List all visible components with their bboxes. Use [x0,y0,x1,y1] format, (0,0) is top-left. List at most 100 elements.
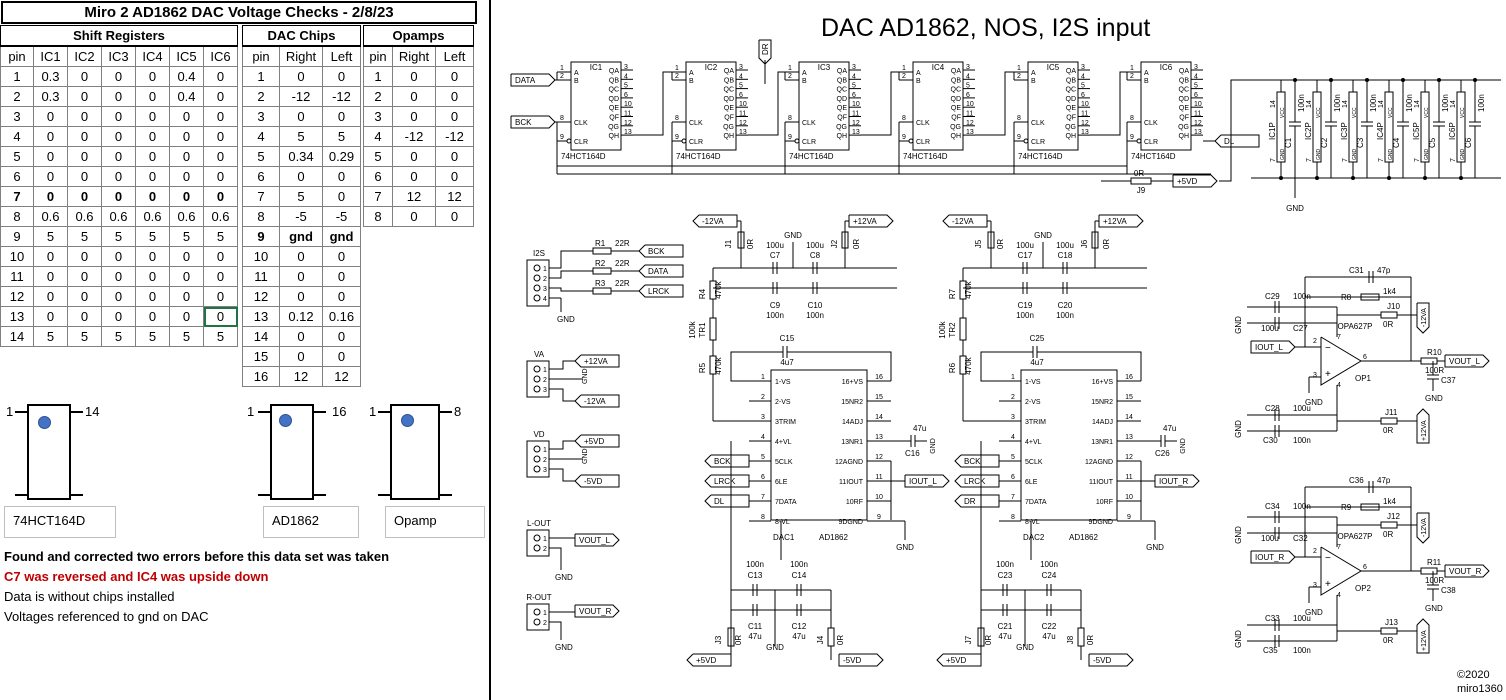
table-cell[interactable]: 0 [322,106,361,127]
table-cell[interactable]: 0 [67,286,102,307]
table-cell[interactable]: 0 [101,86,136,107]
table-cell[interactable]: 7 [242,186,280,207]
table-cell[interactable]: 0 [322,186,361,207]
table-cell[interactable]: 0.3 [33,66,68,87]
table-cell[interactable]: 0 [101,146,136,167]
table-cell[interactable]: 0 [135,266,170,287]
table-cell[interactable]: -5 [279,206,323,227]
table-cell[interactable]: 5 [101,226,136,247]
table-cell[interactable]: 0 [135,306,170,327]
table-cell[interactable]: 0 [435,146,474,167]
table-cell[interactable]: 4 [242,126,280,147]
table-cell[interactable]: 4 [0,126,34,147]
table-cell[interactable]: 15 [242,346,280,367]
table-cell[interactable]: 2 [363,86,393,107]
table-cell[interactable]: 5 [363,146,393,167]
table-cell[interactable]: 0 [101,246,136,267]
table-cell[interactable]: 0 [203,246,238,267]
table-cell[interactable]: 0 [135,106,170,127]
table-cell[interactable]: 2 [0,86,34,107]
table-cell[interactable]: 0 [279,326,323,347]
table-cell[interactable]: 0.12 [279,306,323,327]
table-cell[interactable]: 0 [203,186,238,207]
table-cell[interactable]: 5 [135,326,170,347]
table-cell[interactable]: 0.3 [33,86,68,107]
table-cell[interactable]: 0 [135,286,170,307]
table-cell[interactable]: 0 [135,126,170,147]
table-cell[interactable]: -12 [435,126,474,147]
table-cell[interactable]: 0 [203,306,238,327]
table-cell[interactable]: 14 [0,326,34,347]
table-cell[interactable]: 0 [203,126,238,147]
table-cell[interactable]: 0 [392,106,436,127]
table-cell[interactable]: 5 [67,226,102,247]
table-cell[interactable]: 0 [169,306,204,327]
table-cell[interactable]: 0 [135,166,170,187]
table-cell[interactable]: 0 [33,146,68,167]
table-cell[interactable]: 5 [169,326,204,347]
table-cell[interactable]: 0 [279,106,323,127]
table-cell[interactable]: 0 [169,286,204,307]
table-cell[interactable]: 1 [363,66,393,87]
table-cell[interactable]: 0 [135,146,170,167]
table-cell[interactable]: -5 [322,206,361,227]
table-cell[interactable]: 0 [67,266,102,287]
table-cell[interactable]: 0 [101,306,136,327]
table-cell[interactable]: 8 [242,206,280,227]
table-cell[interactable]: 0 [435,106,474,127]
table-cell[interactable]: 7 [363,186,393,207]
table-cell[interactable]: 2 [242,86,280,107]
table-cell[interactable]: 0 [169,186,204,207]
table-cell[interactable]: 0 [203,166,238,187]
table-cell[interactable]: 5 [279,186,323,207]
table-cell[interactable]: 0 [203,86,238,107]
table-cell[interactable]: 0 [67,306,102,327]
table-cell[interactable]: 0 [279,286,323,307]
table-cell[interactable]: 0 [392,86,436,107]
table-cell[interactable]: 5 [33,326,68,347]
table-cell[interactable]: 5 [67,326,102,347]
table-cell[interactable]: 0.16 [322,306,361,327]
table-cell[interactable]: 0 [33,246,68,267]
table-cell[interactable]: 0 [135,246,170,267]
table-cell[interactable]: 6 [242,166,280,187]
table-cell[interactable]: 0 [392,66,436,87]
table-cell[interactable]: gnd [279,226,323,247]
table-cell[interactable]: 0 [279,246,323,267]
table-cell[interactable]: 0 [67,146,102,167]
table-cell[interactable]: 0 [322,266,361,287]
table-cell[interactable]: 0 [67,66,102,87]
table-cell[interactable]: 0.6 [33,206,68,227]
table-cell[interactable]: 7 [0,186,34,207]
table-cell[interactable]: 0 [135,186,170,207]
table-cell[interactable]: 5 [0,146,34,167]
table-cell[interactable]: 6 [363,166,393,187]
table-cell[interactable]: 8 [0,206,34,227]
table-cell[interactable]: 6 [0,166,34,187]
table-cell[interactable]: 0 [67,246,102,267]
table-cell[interactable]: 0 [279,346,323,367]
table-cell[interactable]: 0 [67,166,102,187]
table-cell[interactable]: 0 [392,146,436,167]
table-cell[interactable]: 0 [169,126,204,147]
table-cell[interactable]: 0.4 [169,66,204,87]
table-cell[interactable]: 0 [169,246,204,267]
table-cell[interactable]: 11 [0,266,34,287]
table-cell[interactable]: 5 [33,226,68,247]
table-cell[interactable]: 10 [0,246,34,267]
table-cell[interactable]: 3 [363,106,393,127]
table-cell[interactable]: 0 [203,66,238,87]
table-cell[interactable]: 0 [435,206,474,227]
table-cell[interactable]: 0.6 [169,206,204,227]
table-cell[interactable]: 0 [101,126,136,147]
table-cell[interactable]: 0 [322,66,361,87]
table-cell[interactable]: 12 [279,366,323,387]
table-cell[interactable]: 0 [322,326,361,347]
table-cell[interactable]: 0.6 [67,206,102,227]
table-cell[interactable]: 0.29 [322,146,361,167]
table-cell[interactable]: 5 [101,326,136,347]
table-cell[interactable]: -12 [322,86,361,107]
table-cell[interactable]: 0 [135,86,170,107]
table-cell[interactable]: 0 [33,286,68,307]
table-cell[interactable]: 0 [101,66,136,87]
